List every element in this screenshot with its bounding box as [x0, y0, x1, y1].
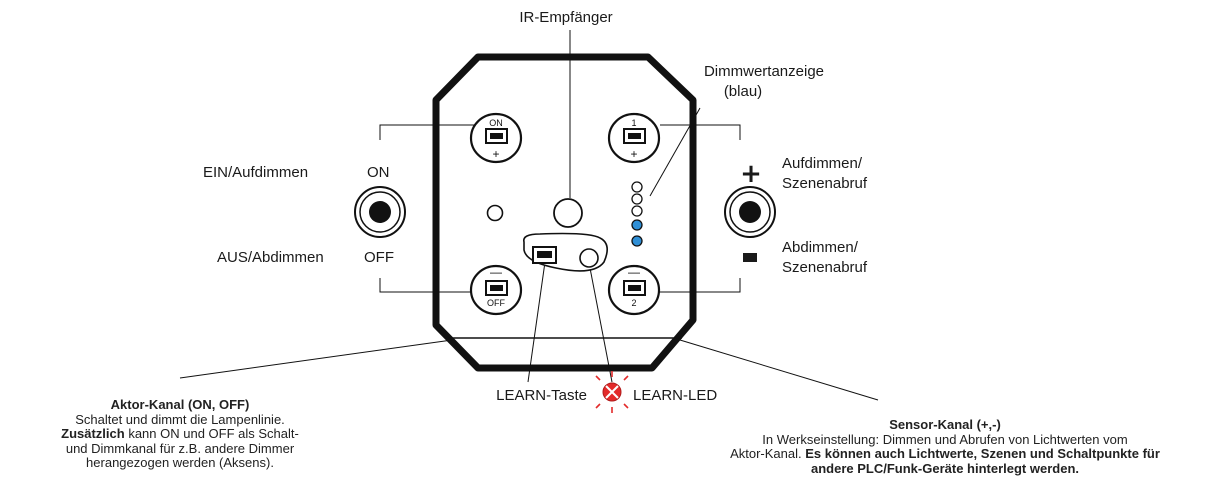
learn-led-symbol [595, 371, 629, 413]
label-dim-down-line2: Szenenabruf [782, 259, 868, 276]
button-two-bottom-label: 2 [631, 298, 636, 308]
button-off[interactable]: — OFF [469, 264, 523, 316]
dim-led-lit [631, 235, 643, 247]
sensor-caption-line1: In Werkseinstellung: Dimmen und Abrufen … [762, 431, 1128, 447]
learn-led-device [579, 248, 599, 268]
actor-caption-line3: und Dimmkanal für z.B. andere Dimmer [65, 440, 295, 456]
left-push-button[interactable] [354, 186, 406, 238]
label-ir-receiver: IR-Empfänger [519, 9, 612, 26]
dim-led [631, 181, 643, 193]
plus-sign: + [740, 159, 762, 189]
sensor-caption-line2: Aktor-Kanal. Es können auch Lichtwerte, … [730, 446, 1160, 461]
leader-lines [179, 30, 879, 401]
button-one[interactable]: 1 + [607, 112, 661, 164]
label-learn-led: LEARN-LED [633, 387, 717, 404]
learn-button[interactable] [532, 246, 557, 264]
ir-receiver [553, 198, 583, 228]
actor-channel-caption: Aktor-Kanal (ON, OFF) Schaltet und dimmt… [30, 397, 330, 471]
sensor-caption-line3: andere PLC/Funk-Geräte hinterlegt werden… [811, 460, 1079, 476]
label-dim-up-line2: Szenenabruf [782, 175, 868, 192]
button-off-bottom-label: OFF [487, 298, 505, 308]
dim-led [631, 193, 643, 205]
label-off-dim-down: AUS/Abdimmen [217, 249, 324, 266]
actor-caption-line4: herangezogen werden (Aksens). [86, 455, 274, 470]
button-one-bottom-label: + [630, 147, 637, 161]
dim-level-leds [631, 181, 643, 247]
button-on[interactable]: ON + [469, 112, 523, 164]
button-off-top-label: — [490, 265, 502, 279]
label-on-dim-up: EIN/Aufdimmen [203, 164, 308, 181]
actor-caption-title: Aktor-Kanal (ON, OFF) [110, 397, 250, 412]
dim-led-lit [631, 219, 643, 231]
button-two-top-label: — [628, 265, 640, 279]
label-off: OFF [364, 249, 394, 266]
right-push-button[interactable] [724, 186, 776, 238]
dim-led [631, 205, 643, 217]
sensor-caption-title: Sensor-Kanal (+,-) [889, 417, 1001, 432]
actor-caption-line1: Schaltet und dimmt die Lampenlinie. [75, 411, 285, 427]
sensor-channel-caption: Sensor-Kanal (+,-) In Werkseinstellung: … [680, 417, 1210, 476]
actor-caption-line2: Zusätzlich kann ON und OFF als Schalt- [61, 426, 299, 441]
label-dim-up-line1: Aufdimmen/ [782, 155, 863, 172]
label-dim-down-line1: Abdimmen/ [782, 239, 859, 256]
label-dim-display-line1: Dimmwertanzeige [704, 63, 824, 80]
button-two[interactable]: — 2 [607, 264, 661, 316]
button-one-top-label: 1 [631, 118, 636, 128]
small-hole [486, 204, 504, 222]
label-dim-display-line2: (blau) [724, 83, 762, 100]
label-on: ON [367, 164, 390, 181]
button-on-top-label: ON [489, 118, 503, 128]
button-on-bottom-label: + [492, 147, 499, 161]
minus-sign [743, 253, 757, 262]
label-learn-button: LEARN-Taste [496, 387, 587, 404]
